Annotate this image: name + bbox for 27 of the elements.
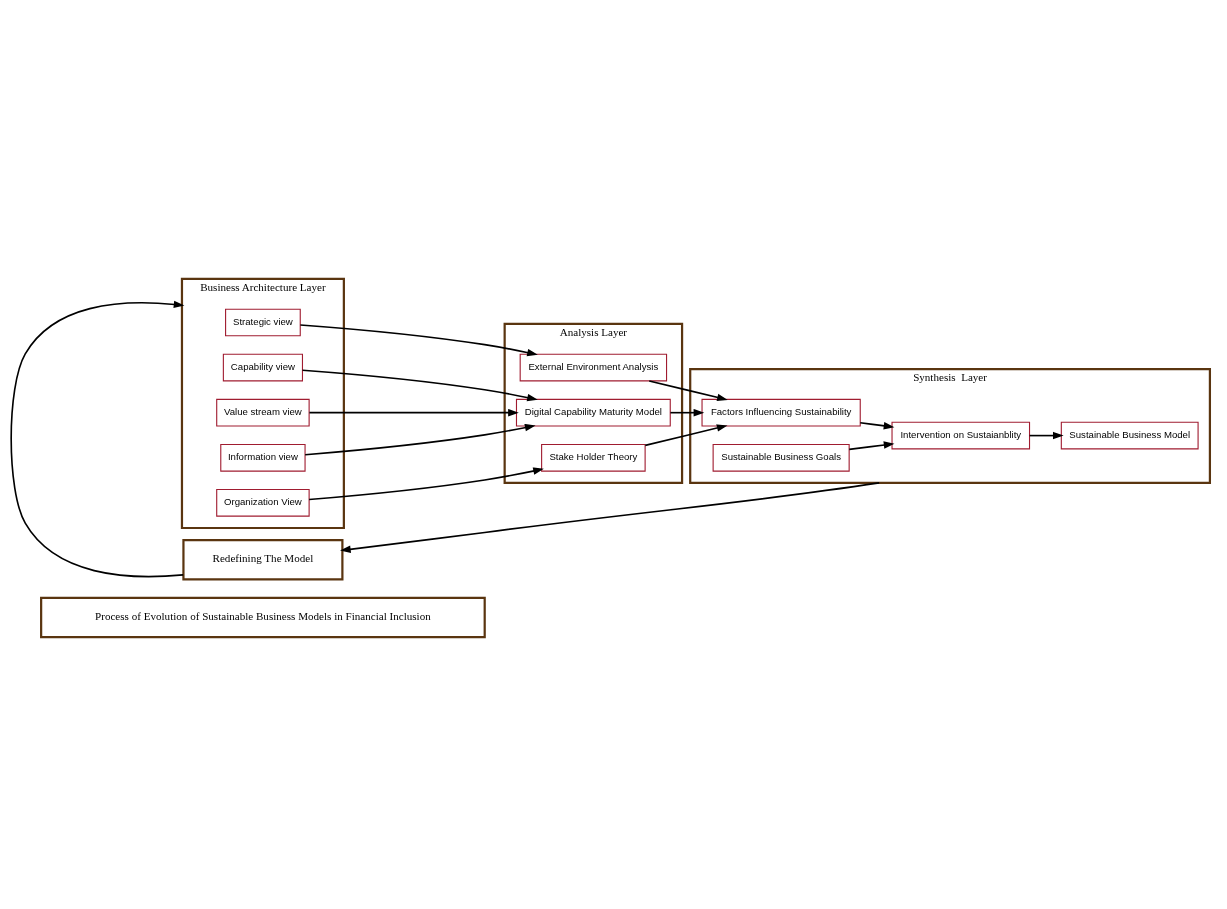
arrow bbox=[669, 408, 705, 416]
arrow bbox=[304, 423, 536, 455]
node-box: Value stream view bbox=[216, 398, 310, 427]
arrow bbox=[848, 440, 895, 450]
arrow bbox=[308, 466, 544, 500]
arrow bbox=[301, 368, 538, 401]
node-box: Redefining The Model bbox=[182, 538, 344, 580]
node-box: Stake Holder Theory bbox=[541, 443, 646, 472]
node-box: Factors Influencing Sustainability bbox=[701, 398, 861, 427]
node-box: Information view bbox=[220, 443, 306, 472]
arrow bbox=[1028, 431, 1064, 439]
arrow bbox=[644, 423, 728, 446]
arrow bbox=[340, 481, 880, 553]
node-box: External Environment Analysis bbox=[519, 353, 668, 381]
arrow bbox=[299, 323, 538, 356]
node-box: Capability view bbox=[222, 353, 304, 381]
node-box: Process of Evolution of Sustainable Business Models in Financial Inclusion bbox=[40, 596, 486, 638]
node-box: Organization View bbox=[216, 488, 310, 517]
node-box: Sustainable Business Model bbox=[1060, 421, 1199, 449]
node-box: Digital Capability Maturity Model bbox=[515, 398, 671, 427]
node-box: Intervention on Sustaianblity bbox=[891, 421, 1031, 449]
arrow bbox=[10, 300, 185, 577]
node-box: Strategic view bbox=[225, 308, 301, 336]
node-box: Sustainable Business Goals bbox=[712, 443, 850, 472]
arrow bbox=[648, 379, 728, 401]
arrow bbox=[308, 408, 519, 416]
arrow bbox=[859, 421, 895, 429]
